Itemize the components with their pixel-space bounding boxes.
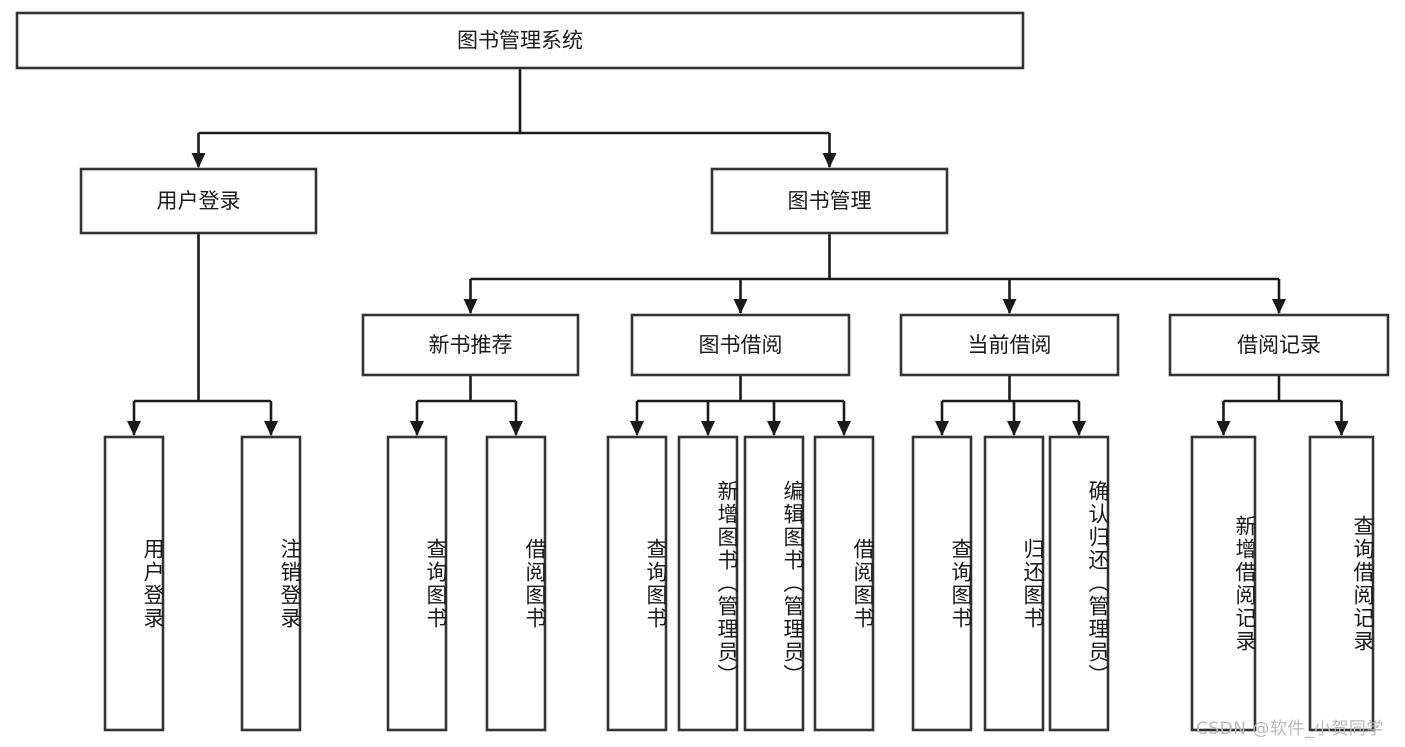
arrow-head-icon bbox=[1272, 299, 1286, 314]
arrow-head-icon bbox=[1072, 421, 1086, 436]
arrow-head-icon bbox=[127, 421, 141, 436]
edges-layer bbox=[127, 68, 1349, 436]
arrow-head-icon bbox=[1002, 299, 1017, 314]
arrow-head-icon bbox=[733, 299, 748, 314]
node-box-current-borrow[interactable] bbox=[899, 313, 1120, 377]
node-box-leaf-confirm-return[interactable] bbox=[1048, 435, 1110, 732]
node-box-leaf-query-record[interactable] bbox=[1308, 435, 1375, 732]
arrow-head-icon bbox=[463, 299, 478, 314]
arrow-head-icon bbox=[822, 153, 837, 168]
node-label-book-manage: 图书管理 bbox=[788, 189, 872, 213]
arrow-head-icon bbox=[1216, 421, 1231, 436]
edge-group-root bbox=[191, 68, 837, 168]
arrow-head-icon bbox=[935, 421, 949, 436]
node-box-root[interactable] bbox=[15, 11, 1025, 70]
arrow-head-icon bbox=[767, 421, 781, 436]
node-box-leaf-borrow-book-1[interactable] bbox=[485, 435, 547, 732]
node-box-user-login[interactable] bbox=[79, 167, 318, 235]
node-box-leaf-user-logout[interactable] bbox=[240, 435, 302, 732]
node-box-leaf-query-book-1[interactable] bbox=[386, 435, 448, 732]
node-box-leaf-add-book[interactable] bbox=[677, 435, 739, 732]
node-box-leaf-user-login[interactable] bbox=[103, 435, 165, 732]
node-box-leaf-query-book-2[interactable] bbox=[606, 435, 668, 732]
node-box-leaf-query-book-3[interactable] bbox=[911, 435, 973, 732]
arrow-head-icon bbox=[701, 421, 715, 436]
arrow-head-icon bbox=[264, 421, 278, 436]
arrow-head-icon bbox=[509, 421, 523, 436]
node-box-new-book-rec[interactable] bbox=[361, 313, 580, 377]
arrow-head-icon bbox=[1334, 421, 1349, 436]
edge-group-user-login bbox=[127, 233, 278, 436]
edge-group-current-borrow bbox=[935, 375, 1086, 436]
arrow-head-icon bbox=[1007, 421, 1021, 436]
node-box-leaf-borrow-book-2[interactable] bbox=[813, 435, 875, 732]
csdn-watermark: CSDN @软件_小贺同学 bbox=[1196, 719, 1384, 739]
edge-group-book-manage bbox=[463, 233, 1286, 314]
node-label-current-borrow: 当前借阅 bbox=[968, 333, 1052, 357]
node-box-leaf-edit-book[interactable] bbox=[743, 435, 805, 732]
node-label-root: 图书管理系统 bbox=[457, 29, 583, 53]
node-label-user-login: 用户登录 bbox=[157, 189, 241, 213]
arrow-head-icon bbox=[630, 421, 644, 436]
node-label-new-book-rec: 新书推荐 bbox=[429, 333, 513, 357]
node-box-book-manage[interactable] bbox=[710, 167, 949, 235]
arrow-head-icon bbox=[191, 153, 206, 168]
node-box-book-borrow[interactable] bbox=[630, 313, 851, 377]
node-label-book-borrow: 图书借阅 bbox=[699, 333, 783, 357]
node-box-borrow-record[interactable] bbox=[1168, 313, 1390, 377]
edge-group-new-book-rec bbox=[410, 375, 523, 436]
boxes-layer bbox=[15, 11, 1390, 732]
node-label-borrow-record: 借阅记录 bbox=[1237, 333, 1321, 357]
node-box-leaf-add-record[interactable] bbox=[1190, 435, 1257, 732]
edge-group-borrow-record bbox=[1216, 375, 1349, 436]
arrow-head-icon bbox=[410, 421, 424, 436]
edge-group-book-borrow bbox=[630, 375, 851, 436]
node-box-leaf-return-book[interactable] bbox=[983, 435, 1045, 732]
arrow-head-icon bbox=[837, 421, 851, 436]
